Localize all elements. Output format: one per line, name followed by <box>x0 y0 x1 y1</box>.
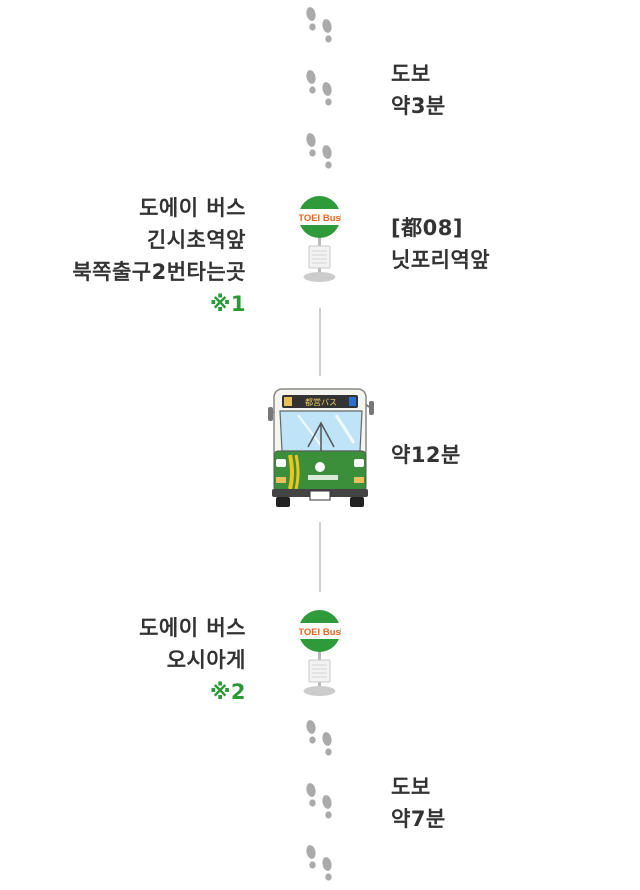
footsteps-icon <box>303 713 339 765</box>
alighting-stop-info: 도에이 버스 오시아게 ※2 <box>139 612 246 708</box>
walk-top-label: 도보 <box>391 62 431 86</box>
walk-bottom-info: 도보 약7분 <box>391 771 446 835</box>
walk-bottom-duration: 약7분 <box>391 807 446 831</box>
boarding-place-line1: 긴시초역앞 <box>146 228 246 252</box>
alighting-note-mark: ※2 <box>209 680 246 704</box>
bus-destination-sign: 都営バス <box>305 397 337 407</box>
route-stop-name: 닛포리역앞 <box>391 248 491 272</box>
route-line <box>319 522 321 592</box>
footsteps-icon <box>303 126 339 178</box>
boarding-note-mark: ※1 <box>209 292 246 316</box>
bus-stop-sign-icon: TOEI Bus <box>298 609 341 706</box>
footsteps-icon <box>303 0 339 52</box>
bus-stop-sign-icon: TOEI Bus <box>298 195 341 292</box>
bus-stop-sign-label: TOEI Bus <box>299 627 341 638</box>
boarding-stop-info: 도에이 버스 긴시초역앞 북쪽출구2번타는곳 ※1 <box>72 192 246 320</box>
route-line <box>319 308 321 376</box>
walk-top-duration: 약3분 <box>391 94 446 118</box>
bus-ride-duration: 약12분 <box>391 443 461 467</box>
route-info: [都08] 닛포리역앞 <box>391 212 490 276</box>
bus-icon: 都営バス <box>268 385 374 513</box>
footsteps-icon <box>303 776 339 828</box>
footsteps-icon <box>303 838 339 890</box>
route-number: [都08] <box>391 216 463 240</box>
footsteps-icon <box>303 63 339 115</box>
walk-bottom-label: 도보 <box>391 775 431 799</box>
alighting-operator: 도에이 버스 <box>139 616 246 640</box>
boarding-operator: 도에이 버스 <box>139 196 246 220</box>
walk-top-info: 도보 약3분 <box>391 58 446 122</box>
alighting-place: 오시아게 <box>166 648 246 672</box>
boarding-place-line2: 북쪽출구2번타는곳 <box>72 260 246 284</box>
bus-stop-sign-label: TOEI Bus <box>299 213 341 224</box>
